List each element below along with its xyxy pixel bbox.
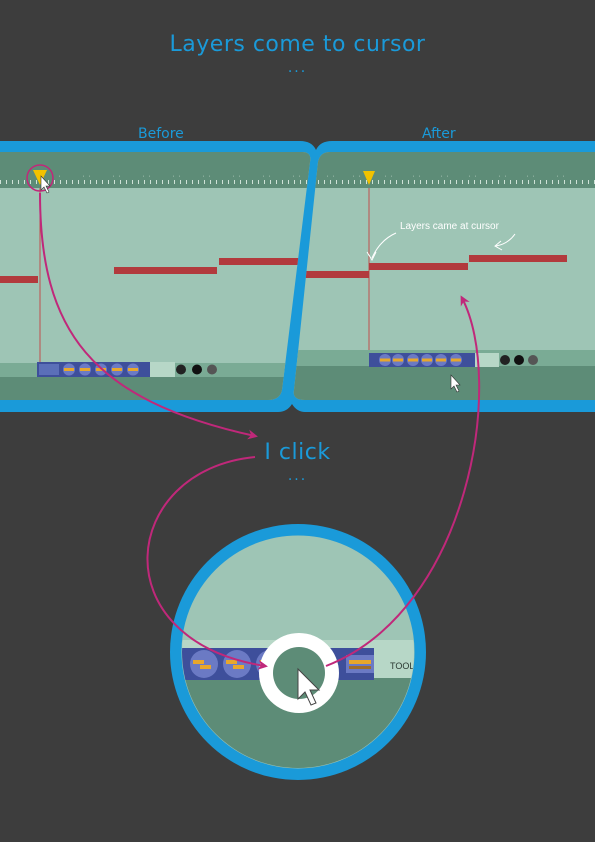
layer-bar bbox=[0, 276, 38, 283]
arrow-click-to-toolbar bbox=[146, 456, 268, 670]
click-label: I click bbox=[264, 440, 331, 465]
svg-text:· ·: · · bbox=[292, 174, 301, 180]
cursor-icon bbox=[40, 175, 51, 194]
click-ellipsis: ... bbox=[287, 468, 308, 484]
svg-text:· ·: · · bbox=[384, 174, 393, 180]
svg-text:· ·: · · bbox=[232, 174, 241, 180]
before-panel: · · · · · · · · · · · · · · · · · bbox=[0, 152, 311, 400]
svg-text:· ·: · · bbox=[352, 174, 361, 180]
svg-text:· ·: · · bbox=[172, 174, 181, 180]
zoom-lens: TOOLS bbox=[170, 524, 426, 780]
after-label: After bbox=[422, 126, 456, 142]
playhead-icon bbox=[33, 170, 47, 185]
svg-text:· ·: · · bbox=[202, 174, 211, 180]
after-annotation: Layers came at cursor bbox=[400, 221, 499, 232]
cursor-icon bbox=[450, 374, 461, 393]
arrow-toolbar-to-after bbox=[325, 295, 481, 667]
after-panel: · · · · · · · · · · · · · · · · · · bbox=[293, 152, 595, 400]
svg-text:· ·: · · bbox=[440, 174, 449, 180]
svg-text:· ·: · · bbox=[468, 174, 477, 180]
layer-bar bbox=[114, 267, 217, 274]
layer-bar bbox=[293, 271, 369, 278]
svg-text:· ·: · · bbox=[556, 174, 565, 180]
layer-bar bbox=[219, 258, 311, 265]
svg-text:· ·: · · bbox=[262, 174, 271, 180]
playhead-icon bbox=[363, 171, 375, 185]
after-toolbar bbox=[369, 353, 538, 367]
svg-text:· ·: · · bbox=[142, 174, 151, 180]
svg-text:·: · bbox=[58, 174, 61, 180]
tools-label: TOOLS bbox=[390, 661, 420, 671]
svg-text:· ·: · · bbox=[412, 174, 421, 180]
svg-text:· ·: · · bbox=[82, 174, 91, 180]
cursor-icon bbox=[297, 667, 321, 706]
svg-text:· ·: · · bbox=[498, 174, 507, 180]
playhead-highlight bbox=[26, 164, 54, 192]
title-ellipsis: ... bbox=[287, 60, 308, 76]
layer-bar bbox=[469, 255, 567, 262]
svg-text:· ·: · · bbox=[112, 174, 121, 180]
page-title: Layers come to cursor bbox=[169, 32, 426, 57]
svg-text:· ·: · · bbox=[526, 174, 535, 180]
layer-bar bbox=[369, 263, 468, 270]
svg-text:· ·: · · bbox=[326, 174, 335, 180]
before-label: Before bbox=[138, 126, 184, 142]
arrow-to-click bbox=[39, 192, 258, 440]
flow-arrows bbox=[39, 192, 481, 670]
